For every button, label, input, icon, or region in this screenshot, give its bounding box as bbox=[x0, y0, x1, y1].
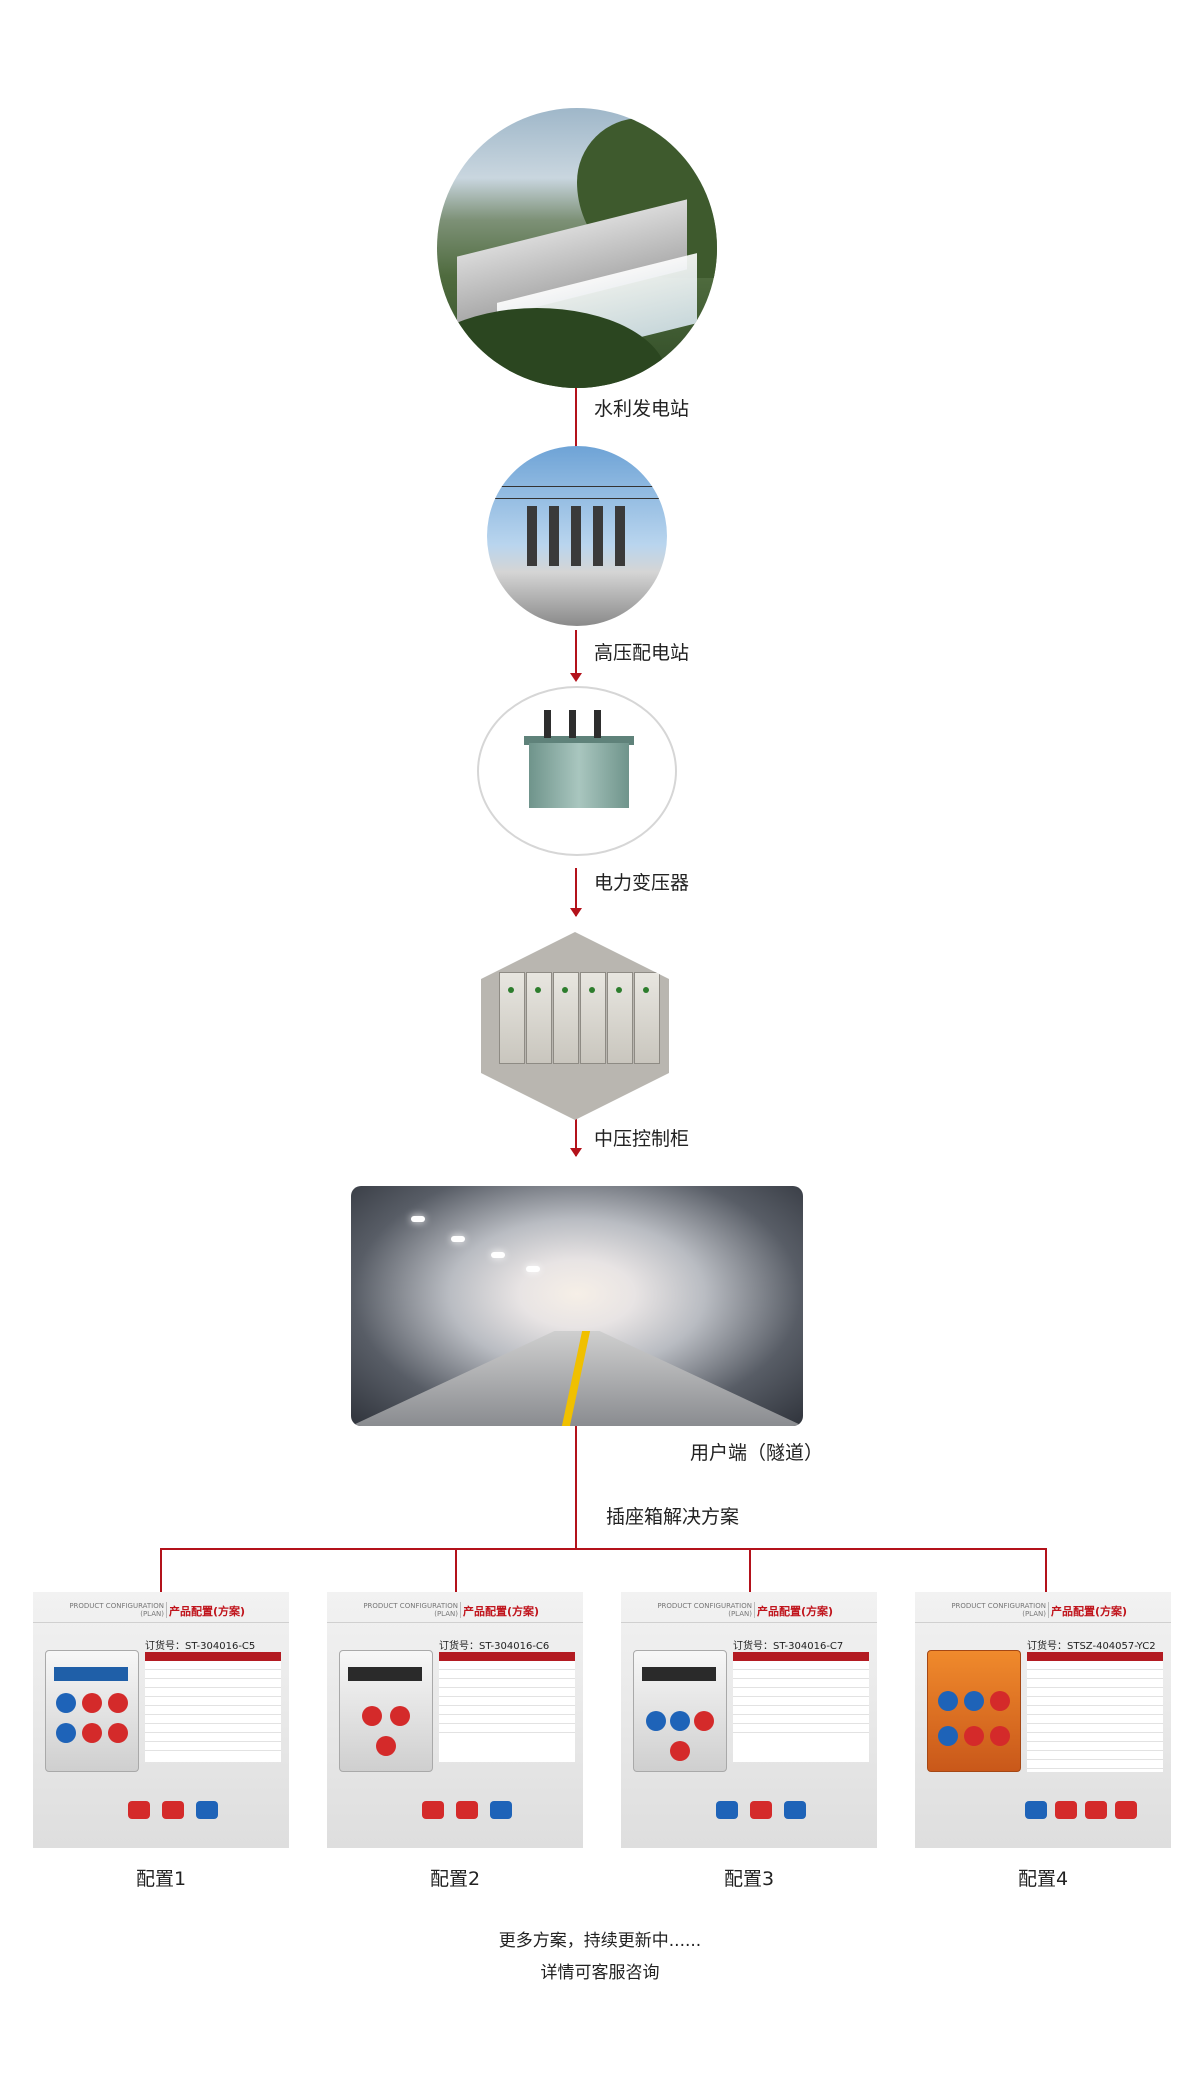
card-header-cn: 产品配置(方案) bbox=[169, 1605, 246, 1618]
transformer-photo bbox=[477, 686, 677, 856]
card-header-cn: 产品配置(方案) bbox=[1051, 1605, 1128, 1618]
socket-box-image bbox=[45, 1650, 139, 1772]
card-header-en: PRODUCT CONFIGURATION (PLAN) bbox=[363, 1602, 458, 1618]
control-cabinet-photo bbox=[481, 932, 669, 1120]
card-header-en: PRODUCT CONFIGURATION (PLAN) bbox=[657, 1602, 752, 1618]
config-caption-2: 配置2 bbox=[429, 1868, 481, 1890]
card-header-en: PRODUCT CONFIGURATION (PLAN) bbox=[69, 1602, 164, 1618]
tunnel-photo bbox=[351, 1186, 803, 1426]
config-card-4[interactable]: PRODUCT CONFIGURATION (PLAN) 产品配置(方案) 订货… bbox=[915, 1592, 1171, 1848]
branch-drop bbox=[455, 1548, 457, 1592]
arrow-down-icon bbox=[570, 673, 582, 682]
card-header-cn: 产品配置(方案) bbox=[757, 1605, 834, 1618]
spec-table bbox=[733, 1652, 869, 1762]
step-label-cabinet: 中压控制柜 bbox=[594, 1128, 690, 1150]
card-header-en: PRODUCT CONFIGURATION (PLAN) bbox=[951, 1602, 1046, 1618]
socket-box-image bbox=[339, 1650, 433, 1772]
plug-accessories bbox=[716, 1797, 836, 1827]
footer-line-1: 更多方案，持续更新中...... bbox=[498, 1931, 702, 1951]
arrow-down-icon bbox=[570, 1148, 582, 1157]
arrow-down-icon bbox=[570, 908, 582, 917]
config-caption-4: 配置4 bbox=[1017, 1868, 1069, 1890]
card-order-number: 订货号：ST-304016-C5 bbox=[145, 1641, 256, 1652]
step-label-transformer: 电力变压器 bbox=[594, 872, 690, 894]
config-card-1[interactable]: PRODUCT CONFIGURATION (PLAN) 产品配置(方案) 订货… bbox=[33, 1592, 289, 1848]
connector-line bbox=[575, 868, 577, 916]
plug-accessories bbox=[422, 1797, 542, 1827]
connector-line bbox=[575, 630, 577, 680]
socket-box-image bbox=[927, 1650, 1021, 1772]
spec-table bbox=[145, 1652, 281, 1762]
card-header-cn: 产品配置(方案) bbox=[463, 1605, 540, 1618]
footer-line-2: 详情可客服咨询 bbox=[540, 1963, 660, 1983]
config-card-3[interactable]: PRODUCT CONFIGURATION (PLAN) 产品配置(方案) 订货… bbox=[621, 1592, 877, 1848]
step-label-substation: 高压配电站 bbox=[594, 642, 690, 664]
solution-label: 插座箱解决方案 bbox=[606, 1506, 740, 1528]
plug-accessories bbox=[128, 1797, 248, 1827]
hydro-station-photo bbox=[437, 108, 717, 388]
step-label-hydro: 水利发电站 bbox=[594, 398, 690, 420]
card-order-number: 订货号：STSZ-404057-YC2 bbox=[1027, 1641, 1156, 1652]
spec-table bbox=[1027, 1652, 1163, 1772]
connector-line bbox=[575, 1118, 577, 1156]
step-label-tunnel: 用户端（隧道） bbox=[690, 1442, 824, 1464]
card-order-number: 订货号：ST-304016-C6 bbox=[439, 1641, 550, 1652]
branch-drop bbox=[749, 1548, 751, 1592]
config-caption-3: 配置3 bbox=[723, 1868, 775, 1890]
spec-table bbox=[439, 1652, 575, 1762]
config-card-2[interactable]: PRODUCT CONFIGURATION (PLAN) 产品配置(方案) 订货… bbox=[327, 1592, 583, 1848]
socket-box-image bbox=[633, 1650, 727, 1772]
plug-accessories bbox=[1025, 1797, 1145, 1827]
config-caption-1: 配置1 bbox=[135, 1868, 187, 1890]
card-order-number: 订货号：ST-304016-C7 bbox=[733, 1641, 844, 1652]
substation-photo bbox=[487, 446, 667, 626]
branch-drop bbox=[160, 1548, 162, 1592]
connector-line bbox=[575, 388, 577, 470]
connector-line bbox=[575, 1426, 577, 1550]
branch-line bbox=[160, 1548, 1047, 1550]
branch-drop bbox=[1045, 1548, 1047, 1592]
